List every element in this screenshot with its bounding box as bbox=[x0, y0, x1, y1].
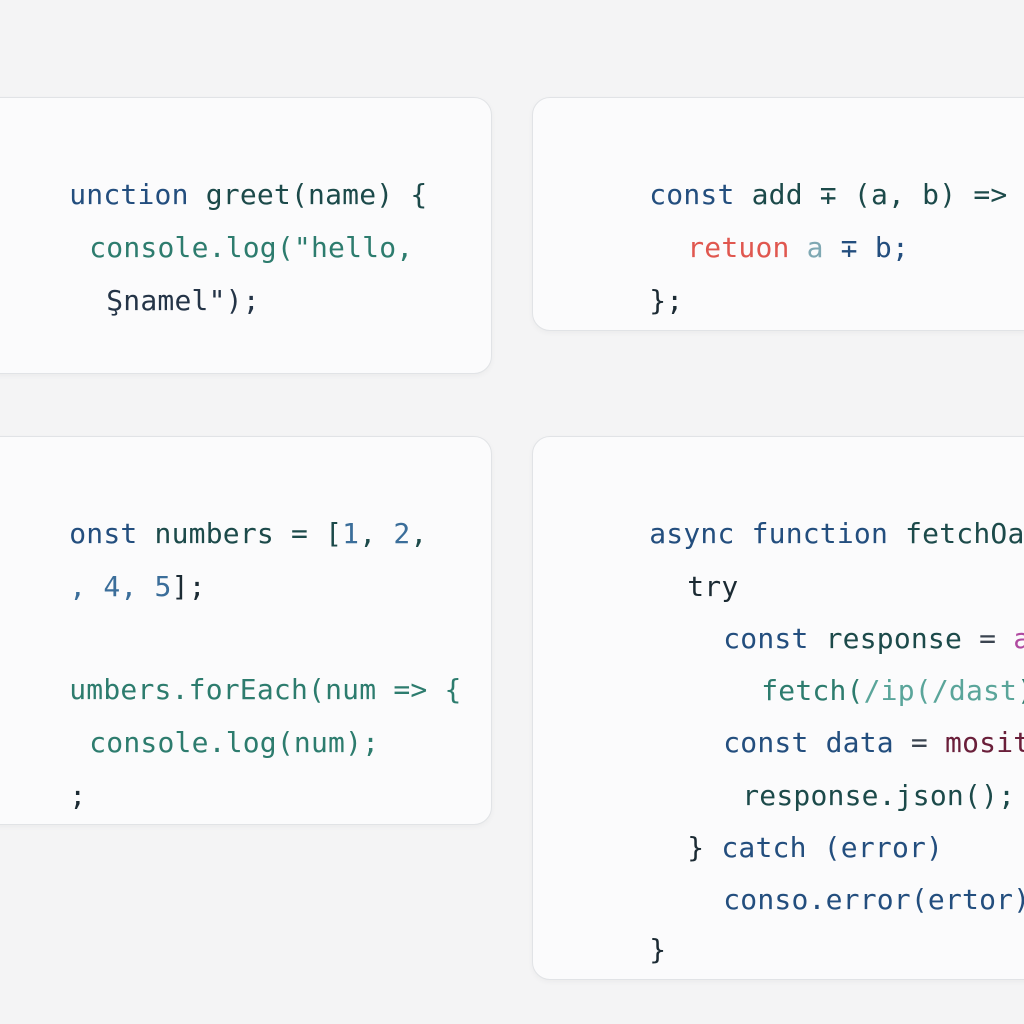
code-token: 5 bbox=[154, 570, 172, 603]
code-card-add: const add ∓ (a, b) => { retuon a ∓ b; }; bbox=[532, 97, 1024, 331]
code-token: ]; bbox=[171, 570, 206, 603]
code-line: console.log("hello, bbox=[21, 197, 413, 299]
code-token: } bbox=[649, 933, 667, 966]
code-line: const add ∓ (a, b) => { bbox=[581, 144, 1024, 246]
code-token: data bbox=[808, 726, 894, 759]
code-line: } bbox=[581, 899, 667, 979]
code-line: retuon a ∓ b; bbox=[619, 197, 909, 299]
code-token: response bbox=[808, 622, 963, 655]
code-token: ); bbox=[1017, 674, 1024, 707]
code-token: ; bbox=[69, 779, 87, 812]
code-token: const bbox=[723, 726, 809, 759]
code-token: async function bbox=[649, 517, 889, 550]
code-token: const bbox=[723, 622, 809, 655]
code-token: ∓ b; bbox=[823, 231, 910, 264]
code-token: /ip(/dast bbox=[863, 674, 1018, 707]
code-token: (error) bbox=[806, 831, 944, 864]
code-line: }; bbox=[581, 250, 684, 330]
code-card-fetch: async function fetchOata try const respo… bbox=[532, 436, 1024, 980]
code-token: a bbox=[789, 231, 824, 264]
code-line: Şnamel"); bbox=[38, 250, 260, 352]
code-token: console.log("hello, bbox=[89, 231, 414, 264]
code-token: greet(name) { bbox=[188, 178, 428, 211]
code-line: response.json(); bbox=[674, 745, 1015, 847]
code-token: fetch( bbox=[761, 674, 864, 707]
code-line: onst numbers = [1, 2, bbox=[1, 483, 427, 585]
code-token: add ∓ (a, b) => { bbox=[734, 178, 1024, 211]
code-token: 2 bbox=[393, 517, 411, 550]
code-line: conso.error(ertor) bbox=[655, 849, 1024, 951]
code-line: const data = mosit bbox=[655, 692, 1024, 794]
code-token: unction bbox=[69, 178, 189, 211]
code-line: umbers.forEach(num => { bbox=[1, 639, 462, 741]
code-line: fetch(/ip(/dast); bbox=[693, 640, 1024, 742]
code-line: unction greet(name) { bbox=[1, 144, 427, 246]
code-line: } catch (error) bbox=[619, 797, 943, 899]
code-token: retuon bbox=[687, 231, 790, 264]
code-card-greet: unction greet(name) { console.log("hello… bbox=[0, 97, 492, 374]
code-line: console.log(num); bbox=[21, 692, 379, 794]
code-line: try bbox=[619, 536, 738, 638]
code-token: try bbox=[687, 570, 739, 603]
code-token: }; bbox=[649, 284, 684, 317]
code-token: , bbox=[69, 570, 104, 603]
code-token: , bbox=[120, 570, 155, 603]
code-token: mosit bbox=[945, 726, 1024, 759]
code-token: umbers.forEach(num => { bbox=[69, 673, 462, 706]
code-token: response.json(); bbox=[742, 779, 1016, 812]
code-token: = bbox=[893, 726, 946, 759]
code-token: = bbox=[962, 622, 1014, 655]
code-line: , 4, 5]; bbox=[1, 536, 206, 638]
code-token: amga bbox=[1013, 622, 1024, 655]
code-token: console.log(num); bbox=[89, 726, 380, 759]
code-line: async function fetchOata bbox=[581, 483, 1024, 585]
code-card-numbers: onst numbers = [1, 2, , 4, 5]; umbers.fo… bbox=[0, 436, 492, 825]
code-token: , bbox=[359, 517, 394, 550]
code-token: 4 bbox=[103, 570, 121, 603]
code-token: numbers = [ bbox=[137, 517, 343, 550]
code-token: onst bbox=[69, 517, 138, 550]
code-token: fetchOata bbox=[905, 517, 1024, 550]
code-token: 1 bbox=[342, 517, 360, 550]
code-token: } bbox=[687, 831, 722, 864]
code-line: const response = amga bbox=[655, 588, 1024, 690]
code-token: , bbox=[410, 517, 428, 550]
code-token: const bbox=[649, 178, 735, 211]
code-token: Şnamel"); bbox=[106, 284, 260, 317]
code-token: conso.error(ertor) bbox=[723, 883, 1024, 916]
code-token: catch bbox=[721, 831, 807, 864]
code-line: ; bbox=[1, 745, 87, 824]
